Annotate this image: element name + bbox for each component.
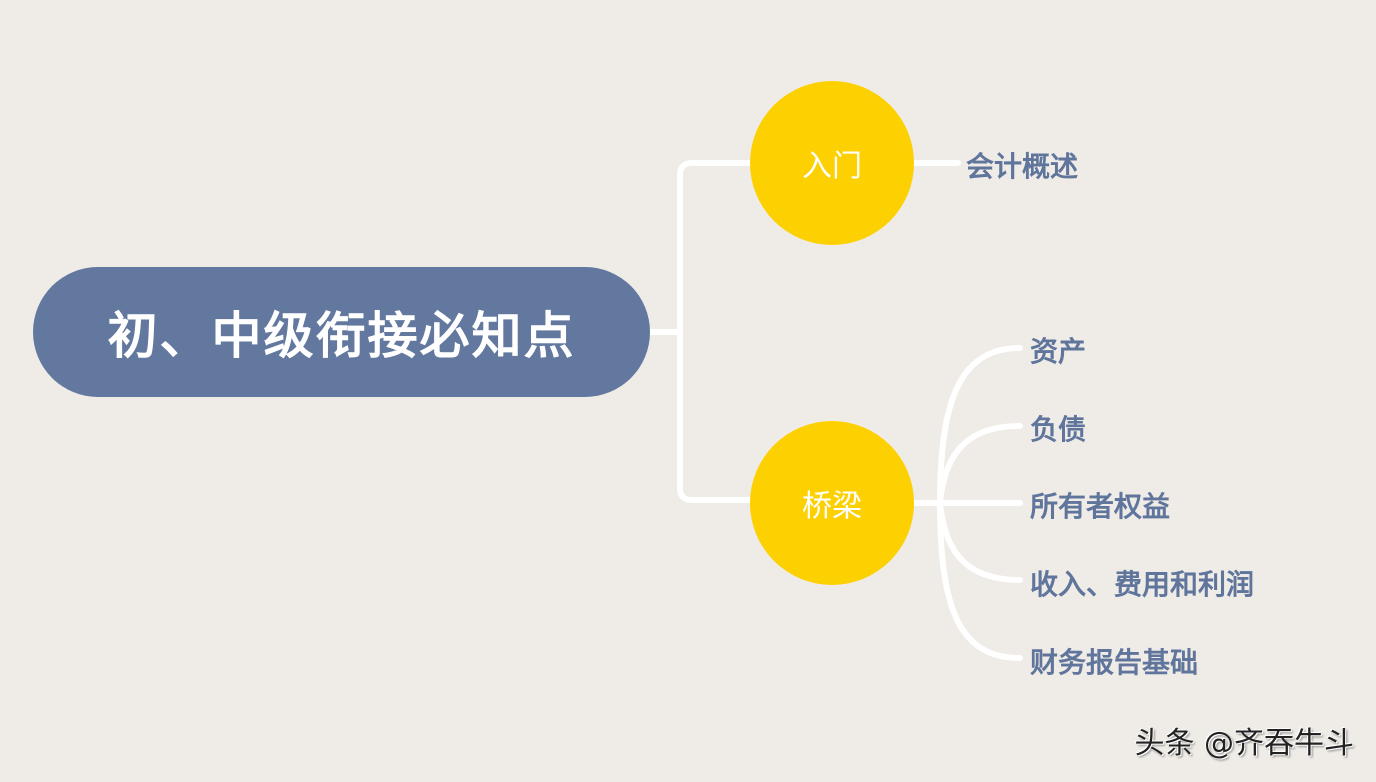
root-label: 初、中级衔接必知点 <box>107 307 576 365</box>
leaf-node[interactable]: 财务报告基础 <box>1030 646 1199 679</box>
leaf-node[interactable]: 会计概述 <box>966 150 1079 183</box>
leaf-node[interactable]: 收入、费用和利润 <box>1030 568 1255 601</box>
root-node[interactable]: 初、中级衔接必知点 <box>33 267 650 397</box>
leaf-node[interactable]: 资产 <box>1030 335 1087 368</box>
branch-node-intro[interactable]: 入门 <box>750 81 914 245</box>
watermark: 头条 @齐吞牛斗 <box>1134 726 1354 761</box>
branch-label: 桥梁 <box>802 489 862 524</box>
branch-node-bridge[interactable]: 桥梁 <box>750 421 914 585</box>
leaf-node[interactable]: 负债 <box>1030 413 1087 446</box>
branch-label: 入门 <box>802 149 862 184</box>
leaf-node[interactable]: 所有者权益 <box>1030 490 1171 523</box>
